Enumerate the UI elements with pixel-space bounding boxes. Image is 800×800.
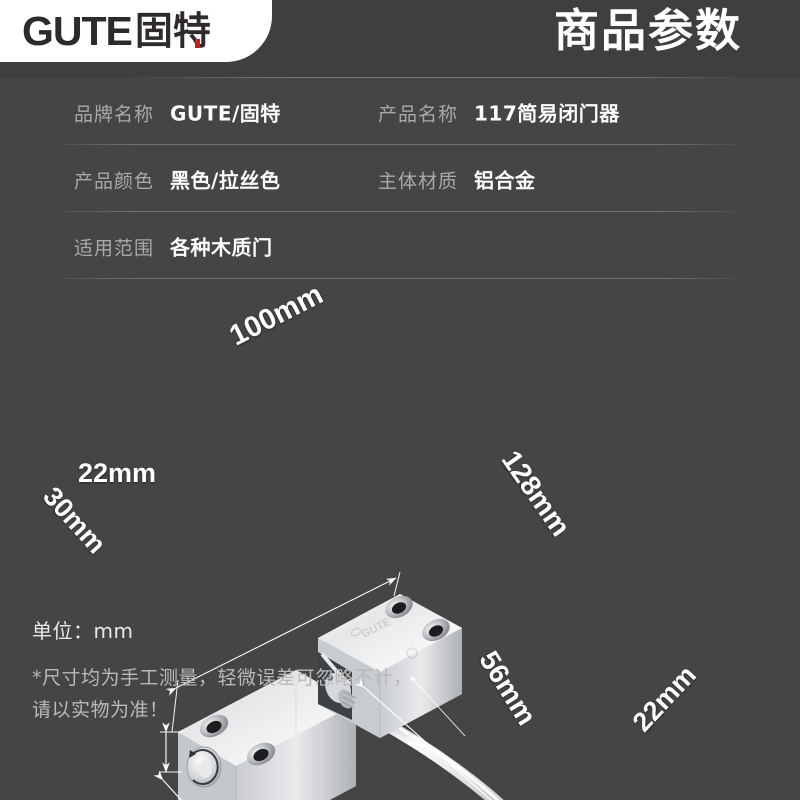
spec-value: 黑色/拉丝色 — [170, 168, 281, 192]
spec-table: 品牌名称 GUTE/固特 产品名称 117简易闭门器 产品颜色 黑色/拉丝色 主… — [0, 78, 800, 279]
spec-label: 产品名称 — [378, 103, 459, 125]
header-divider — [132, 77, 735, 78]
spec-cell-brand-name: 品牌名称 GUTE/固特 — [74, 97, 281, 126]
disclaimer-line-1: *尺寸均为手工测量，轻微误差可忽略不计， — [32, 667, 413, 689]
screw-hole — [422, 618, 450, 642]
spec-label: 产品颜色 — [74, 170, 155, 192]
brand-logo-accent-mark — [194, 39, 200, 48]
dimension-label-22mm-height: 22mm — [78, 458, 157, 488]
product-diagram: GUTE — [0, 278, 800, 800]
spec-row-divider — [60, 211, 735, 212]
spec-label: 品牌名称 — [74, 103, 155, 125]
screw-hole — [246, 742, 276, 766]
spec-cell-product-name: 产品名称 117简易闭门器 — [378, 97, 620, 126]
disclaimer-line-2: 请以实物为准！ — [32, 699, 169, 721]
spec-cell-application-scope: 适用范围 各种木质门 — [74, 231, 273, 260]
brand-logo: GUTE 固特 — [22, 10, 211, 52]
unit-note: 单位：mm — [32, 619, 134, 643]
spec-cell-main-material: 主体材质 铝合金 — [378, 164, 536, 193]
spec-value: 各种木质门 — [170, 235, 273, 259]
dimension-lines — [153, 571, 492, 800]
spec-value: GUTE/固特 — [170, 101, 281, 125]
spec-value: 铝合金 — [474, 168, 536, 192]
spec-row-2: 产品颜色 黑色/拉丝色 主体材质 铝合金 — [0, 145, 800, 212]
spec-label: 适用范围 — [74, 237, 155, 259]
spec-label: 主体材质 — [378, 170, 459, 192]
screw-hole — [199, 714, 229, 738]
spec-row-3: 适用范围 各种木质门 — [0, 212, 800, 279]
product-illustration: GUTE — [153, 571, 504, 800]
spec-cell-product-color: 产品颜色 黑色/拉丝色 — [74, 164, 280, 193]
spec-value: 117简易闭门器 — [474, 101, 620, 125]
spec-row-divider — [60, 144, 735, 145]
measurement-notes: 单位：mm *尺寸均为手工测量，轻微误差可忽略不计， 请以实物为准！ — [32, 615, 452, 726]
tension-adjust-dial — [186, 746, 222, 788]
page-header: GUTE 固特 商品参数 — [0, 0, 800, 78]
brand-logo-chinese: 固特 — [135, 10, 211, 52]
page-title: 商品参数 — [553, 4, 742, 57]
spec-row-1: 品牌名称 GUTE/固特 产品名称 117简易闭门器 — [0, 78, 800, 145]
brand-logo-latin: GUTE — [22, 8, 133, 54]
brand-logo-panel: GUTE 固特 — [0, 0, 272, 62]
spec-row-divider — [60, 278, 735, 279]
